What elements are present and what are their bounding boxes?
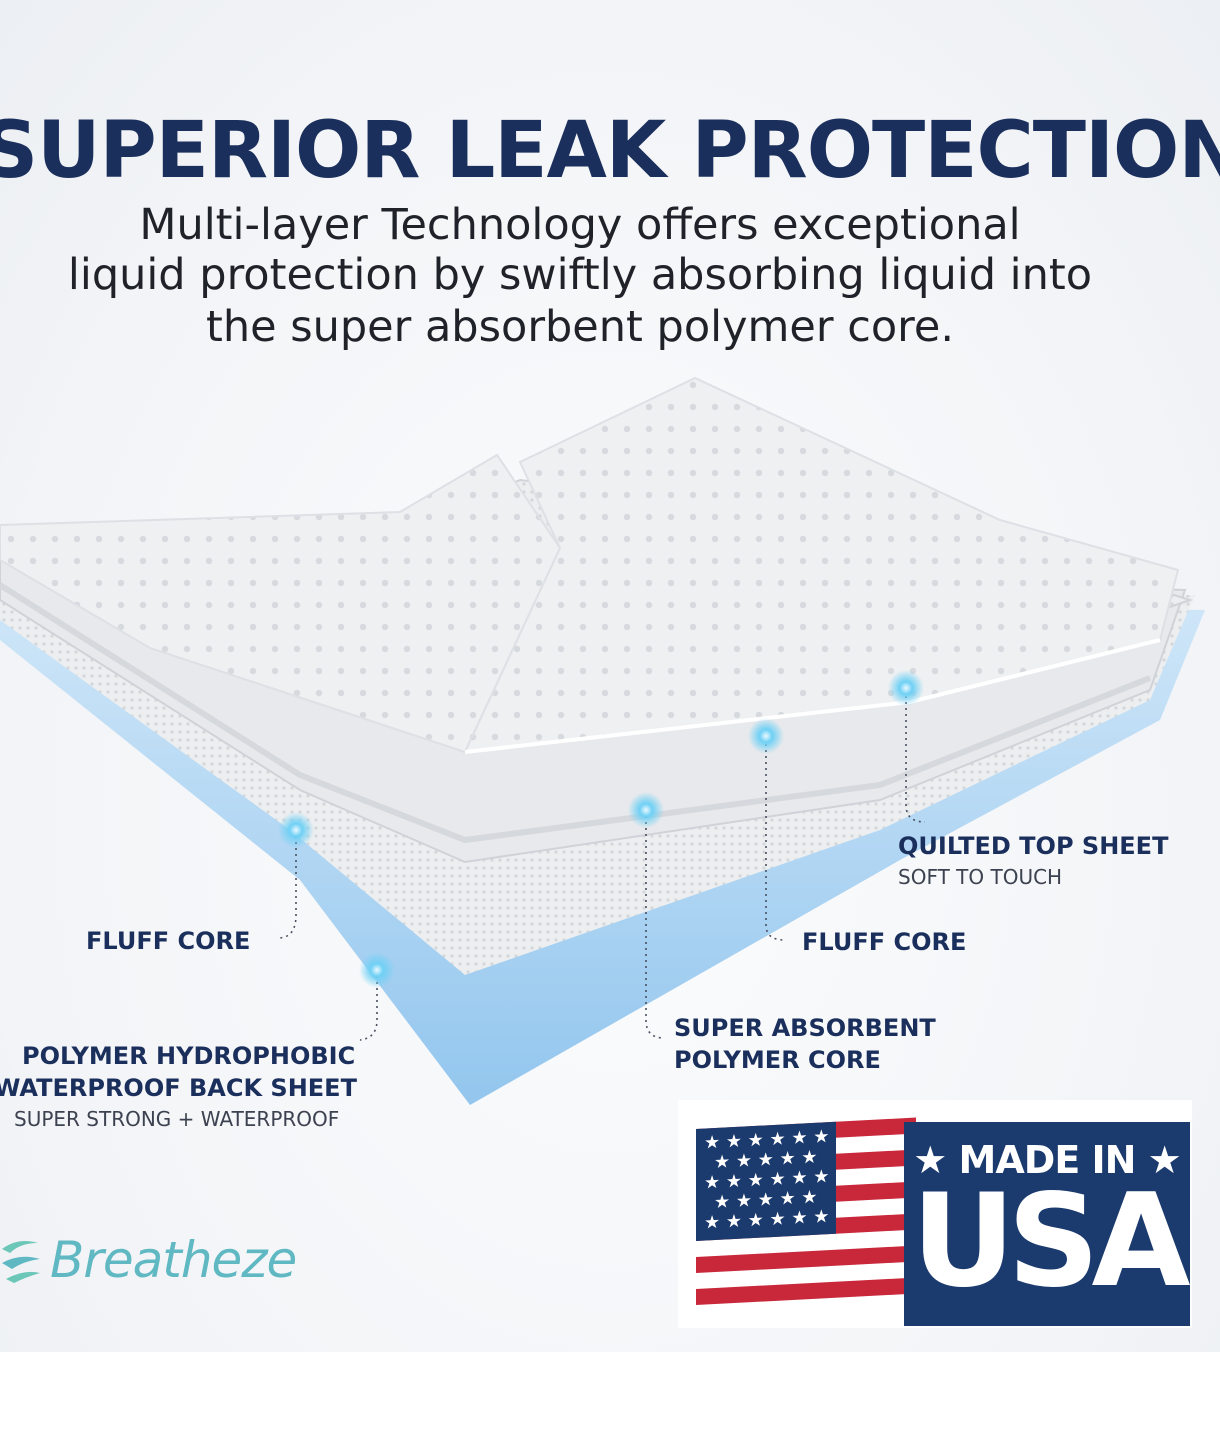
brand-logo: Breatheze [0, 1230, 297, 1290]
marker-back-sheet [359, 952, 395, 988]
leader-fluff-right [765, 738, 786, 941]
label-quilted-top-sub: SOFT TO TOUCH [898, 865, 1063, 889]
badge-panel [904, 1122, 1190, 1326]
headline: SUPERIOR LEAK PROTECTION [0, 106, 1220, 196]
marker-fluff-left [278, 812, 314, 848]
subtitle-line-2: liquid protection by swiftly absorbing l… [67, 250, 1093, 300]
layered-pad-illustration [0, 376, 1205, 1105]
leader-sap [645, 810, 665, 1039]
product-infographic: SUPERIOR LEAK PROTECTION Multi-layer Tec… [0, 0, 1220, 1352]
label-fluff-core-right: FLUFF CORE [802, 928, 967, 956]
leader-quilted-top [905, 690, 926, 823]
label-back-sheet-line-2: WATERPROOF BACK SHEET [0, 1074, 357, 1102]
badge-made-in: ★ MADE IN ★ [913, 1138, 1182, 1182]
marker-fluff-right [748, 718, 784, 754]
label-back-sheet-line-1: POLYMER HYDROPHOBIC [22, 1042, 356, 1070]
marker-quilted-top [888, 670, 924, 706]
subtitle-line-1: Multi-layer Technology offers exceptiona… [139, 200, 1021, 250]
label-quilted-top: QUILTED TOP SHEET [898, 832, 1169, 860]
breatheze-logo-icon [2, 1241, 40, 1283]
label-sap-line-2: POLYMER CORE [674, 1046, 881, 1074]
leader-fluff-left [277, 830, 297, 939]
label-fluff-core-left: FLUFF CORE [86, 927, 251, 955]
layer-markers [278, 670, 924, 988]
brand-name: Breatheze [50, 1231, 297, 1289]
label-back-sheet-sub: SUPER STRONG + WATERPROOF [14, 1107, 340, 1131]
subtitle-line-3: the super absorbent polymer core. [205, 302, 955, 352]
label-sap-line-1: SUPER ABSORBENT [674, 1014, 936, 1042]
badge-usa: USA [911, 1167, 1190, 1316]
marker-sap [628, 792, 664, 828]
